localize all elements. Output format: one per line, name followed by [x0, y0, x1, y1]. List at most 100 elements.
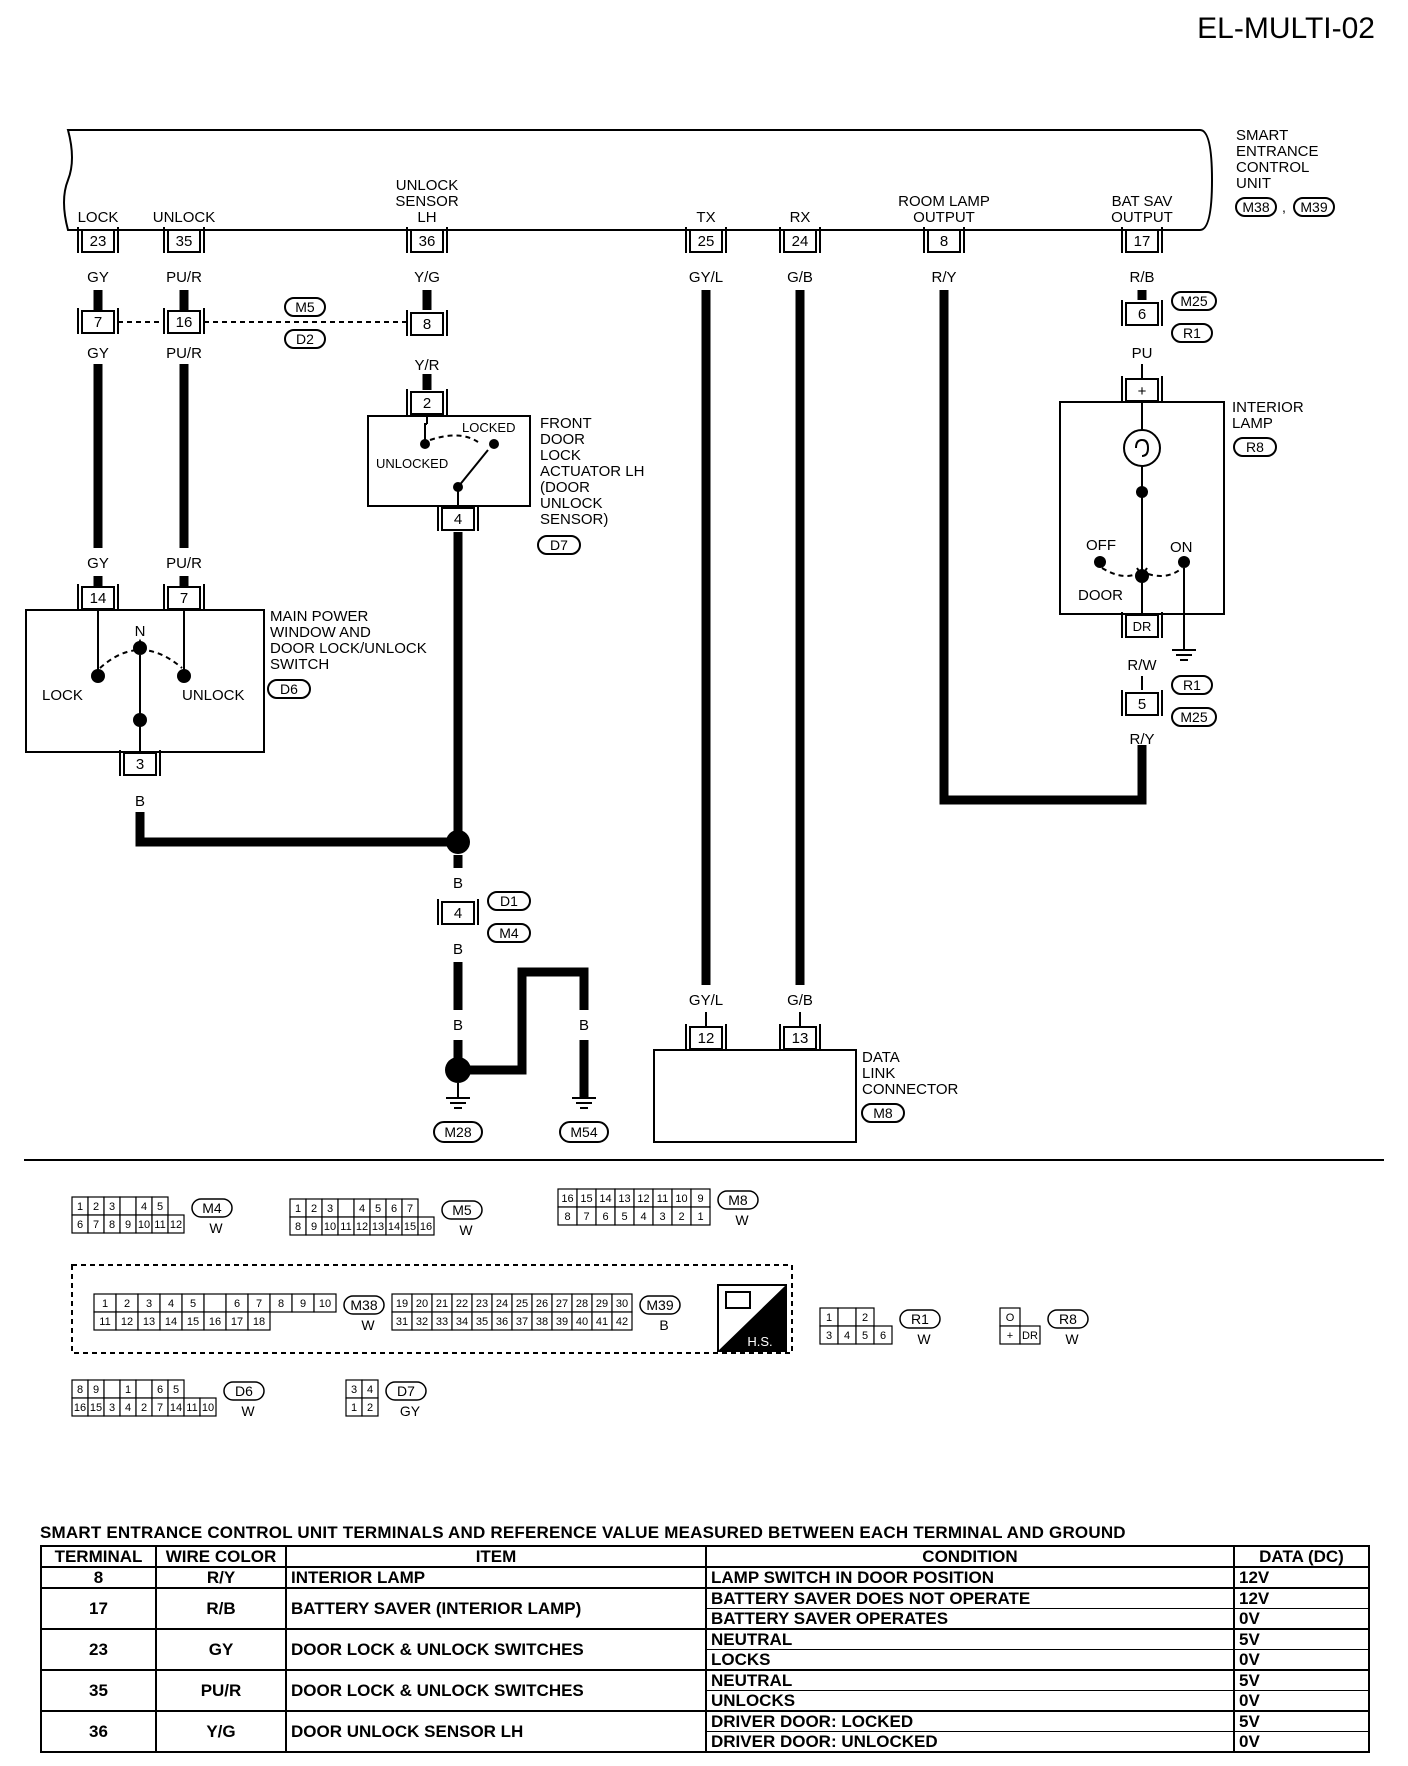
cell-data-value: 12V: [1239, 1568, 1270, 1587]
svg-text:GY/L: GY/L: [689, 269, 723, 286]
connector-color: W: [361, 1317, 375, 1333]
pin-number: 6: [77, 1219, 83, 1231]
pin-number: 5: [862, 1330, 868, 1342]
pin-number: 3: [659, 1211, 665, 1223]
pin-number: 23: [476, 1298, 488, 1310]
pin-number: 4: [168, 1298, 174, 1310]
svg-text:13: 13: [792, 1030, 809, 1047]
svg-text:5: 5: [1138, 696, 1146, 713]
cell-condition-value: DRIVER DOOR: LOCKED: [707, 1712, 1233, 1732]
reference-table: SMART ENTRANCE CONTROL UNIT TERMINALS AN…: [40, 1523, 1370, 1753]
pin-number: 4: [125, 1402, 131, 1414]
pin-number: 10: [138, 1219, 150, 1231]
pin-number: 25: [516, 1298, 528, 1310]
pin-number: 5: [621, 1211, 627, 1223]
svg-text:2: 2: [423, 395, 431, 412]
pin-number: 3: [351, 1384, 357, 1396]
pin-cell: [417, 1216, 435, 1236]
svg-text:7: 7: [94, 314, 102, 331]
cell-data-value: 0V: [1239, 1609, 1260, 1628]
pin-number: 11: [99, 1316, 110, 1328]
pin-cell: [119, 1196, 137, 1216]
svg-text:M5: M5: [295, 299, 315, 315]
pin-cell: [313, 1293, 337, 1313]
pin-number: 8: [109, 1219, 115, 1231]
pin-number: 15: [580, 1193, 592, 1205]
pin-number: 38: [536, 1316, 548, 1328]
connector-id: M4: [202, 1200, 222, 1216]
connector-id: R8: [1059, 1311, 1077, 1327]
cell-data-value: 0V: [1239, 1691, 1260, 1710]
m38-m39-group: [71, 1264, 793, 1354]
pin-cell: [690, 1206, 711, 1226]
pin-number: 42: [616, 1316, 628, 1328]
cell-condition-value: BATTERY SAVER OPERATES: [711, 1609, 949, 1628]
connector-id: D7: [397, 1383, 415, 1399]
pin-number: 35: [476, 1316, 488, 1328]
pin-number: 16: [420, 1221, 432, 1233]
cell-wire-color: R/Y: [155, 1566, 287, 1589]
connector-color: GY: [400, 1403, 421, 1419]
pin-number: 7: [407, 1203, 413, 1215]
hs-badge: H.S.: [717, 1284, 787, 1352]
svg-text:M4: M4: [499, 925, 519, 941]
svg-text:R/Y: R/Y: [1129, 731, 1154, 748]
cell-condition-value: LAMP SWITCH IN DOOR POSITION: [711, 1568, 995, 1587]
svg-text:8: 8: [940, 233, 948, 250]
connector-color: W: [1065, 1331, 1079, 1347]
svg-text:7: 7: [180, 590, 188, 607]
pin-number: 11: [340, 1221, 351, 1233]
connector-id-badge: [899, 1309, 941, 1329]
pin-number: 1: [102, 1298, 108, 1310]
pin-number: 27: [556, 1298, 568, 1310]
connector-id-badge: [191, 1198, 233, 1218]
header-data: DATA (DC): [1233, 1545, 1370, 1568]
pin-number: 3: [327, 1203, 333, 1215]
pin-cell: [873, 1325, 893, 1345]
svg-text:(DOOR: (DOOR: [540, 479, 590, 496]
pin-number: 19: [396, 1298, 408, 1310]
svg-text:PU/R: PU/R: [166, 269, 202, 286]
svg-text:R1: R1: [1183, 325, 1201, 341]
svg-text:D1: D1: [500, 893, 518, 909]
pin-number: 9: [311, 1221, 317, 1233]
svg-text:Y/G: Y/G: [414, 269, 440, 286]
svg-text:DOOR LOCK/UNLOCK: DOOR LOCK/UNLOCK: [270, 640, 427, 657]
svg-text:LAMP: LAMP: [1232, 415, 1273, 432]
pin-number: 11: [657, 1193, 668, 1205]
pin-number: 2: [124, 1298, 130, 1310]
pin-number: 8: [77, 1384, 83, 1396]
svg-text:B: B: [579, 1017, 589, 1034]
ground-wiring: B 4 D1 M4 B B B B M28 M54: [135, 812, 609, 1143]
connector-id-badge: [639, 1295, 681, 1315]
cell-terminal: 17: [40, 1587, 157, 1630]
connector-color: W: [459, 1222, 473, 1238]
pin-number: 6: [157, 1384, 163, 1396]
cu-wire-colors: GY PU/R Y/G GY/L G/B R/Y R/B: [87, 269, 1154, 286]
connector-id-badge: [441, 1200, 483, 1220]
pin-cell: [203, 1293, 227, 1313]
pin-number: 9: [300, 1298, 306, 1310]
pin-number: 9: [125, 1219, 131, 1231]
svg-text:4: 4: [454, 905, 462, 922]
header-wire-color: WIRE COLOR: [155, 1545, 287, 1568]
pin-number: 6: [234, 1298, 240, 1310]
cell-condition-value: UNLOCKS: [711, 1691, 796, 1710]
svg-text:24: 24: [792, 233, 809, 250]
svg-text:LOCK: LOCK: [78, 209, 119, 226]
cell-data-value: 0V: [1239, 1732, 1260, 1751]
svg-text:B: B: [135, 793, 145, 810]
pin-number: 20: [416, 1298, 428, 1310]
cell-data-value: 0V: [1239, 1650, 1260, 1669]
pin-number: 13: [618, 1193, 630, 1205]
svg-text:M25: M25: [1180, 293, 1207, 309]
cu-terminal-labels: LOCK UNLOCK UNLOCK SENSOR LH TX RX ROOM …: [78, 177, 1173, 226]
svg-text:3: 3: [136, 756, 144, 773]
cell-terminal: 8: [40, 1566, 157, 1589]
svg-text:M8: M8: [873, 1105, 893, 1121]
